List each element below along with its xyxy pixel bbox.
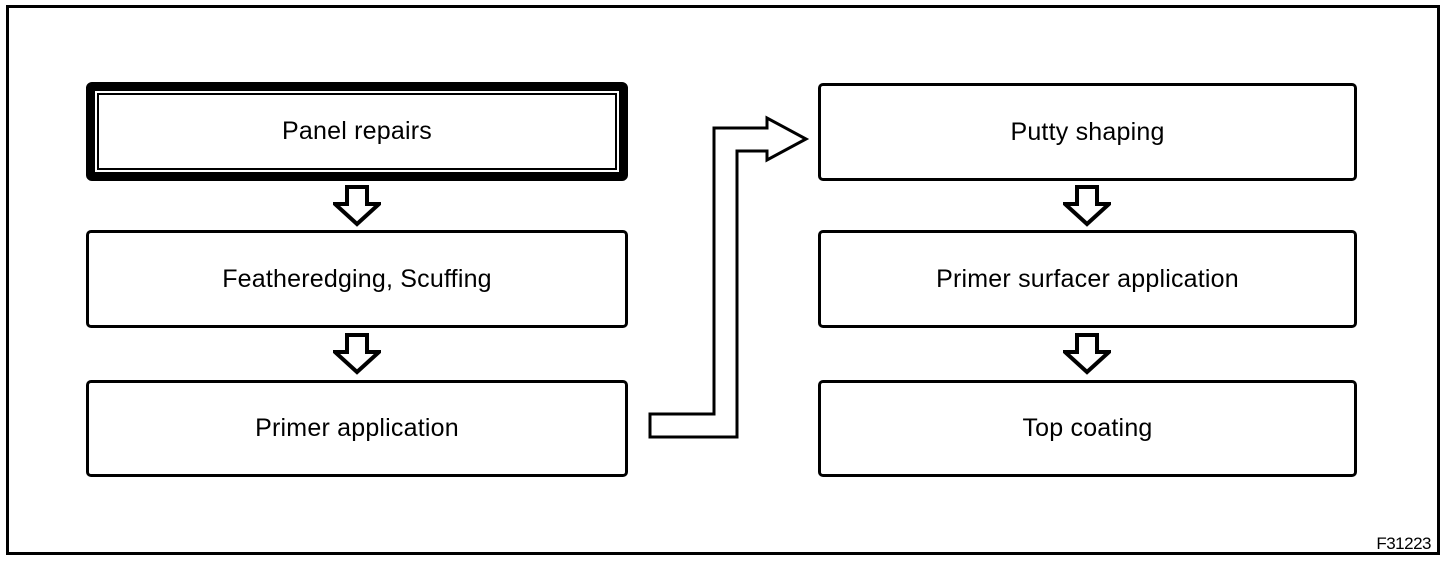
down-arrow-icon (1063, 185, 1111, 227)
down-arrow-icon (1063, 333, 1111, 375)
down-arrow-icon (333, 185, 381, 227)
flow-box-label: Panel repairs (97, 93, 617, 170)
flow-box-primer-surfacer-application: Primer surfacer application (818, 230, 1357, 328)
flow-box-label: Top coating (1022, 414, 1153, 442)
flow-box-label: Primer surfacer application (936, 264, 1239, 293)
figure-code-label: F31223 (1376, 534, 1431, 553)
flow-box-featheredging-scuffing: Featheredging, Scuffing (86, 230, 628, 328)
flow-box-panel-repairs: Panel repairs (86, 82, 628, 181)
flow-box-top-coating: Top coating (818, 380, 1357, 477)
flow-box-label: Featheredging, Scuffing (222, 264, 492, 293)
elbow-connector-arrow-icon (648, 115, 810, 439)
flow-box-label: Primer application (255, 414, 459, 442)
flow-box-primer-application: Primer application (86, 380, 628, 477)
down-arrow-icon (333, 333, 381, 375)
flow-box-putty-shaping: Putty shaping (818, 83, 1357, 181)
flow-box-label: Putty shaping (1010, 117, 1165, 146)
